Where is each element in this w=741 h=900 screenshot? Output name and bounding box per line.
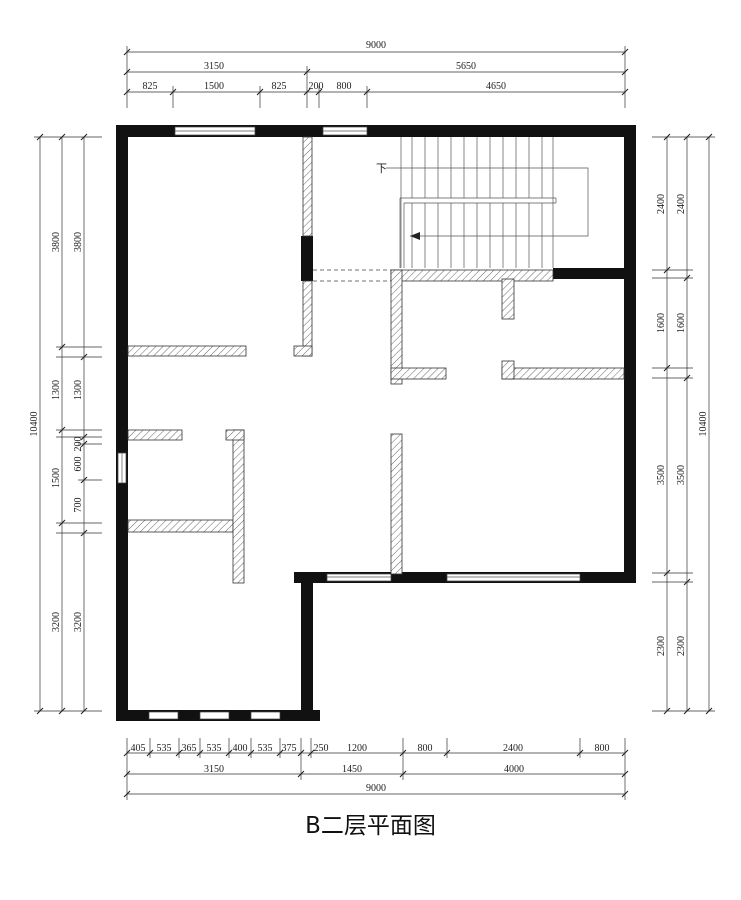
dim-bottom-mid-2: 1450 — [342, 764, 362, 775]
dim-left-inner-4: 600 — [73, 457, 84, 472]
stair-direction-label: 下 — [376, 162, 387, 175]
dim-left-outer-1: 3800 — [51, 232, 62, 252]
dim-top-detail-2: 1500 — [204, 81, 224, 92]
dim-right-inner-1: 2400 — [676, 194, 687, 214]
dim-right-inner-3: 3500 — [676, 465, 687, 485]
bottom-dimensions: 405 535 365 535 400 535 375 250 1200 800… — [123, 738, 629, 800]
dim-left-outer-2: 1300 — [51, 380, 62, 400]
interior-walls — [127, 136, 625, 584]
dim-bottom-detail-10: 800 — [418, 743, 433, 754]
dim-bottom-detail-6: 535 — [258, 743, 273, 754]
dim-bottom-mid-3: 4000 — [504, 764, 524, 775]
dim-top-detail-6: 4650 — [486, 81, 506, 92]
dim-top-detail-4: 200 — [309, 81, 324, 92]
stair-arrow-icon — [410, 232, 420, 240]
plan-title: B二层平面图 — [305, 813, 436, 839]
dim-bottom-detail-2: 535 — [157, 743, 172, 754]
dim-right-outer-3: 3500 — [656, 465, 667, 485]
dim-top-detail-5: 800 — [337, 81, 352, 92]
dim-right-inner-4: 2300 — [676, 636, 687, 656]
dim-bottom-detail-12: 800 — [595, 743, 610, 754]
dim-right-total: 10400 — [698, 412, 709, 437]
dim-bottom-detail-11: 2400 — [503, 743, 523, 754]
dim-bottom-detail-8: 250 — [314, 743, 329, 754]
dim-left-inner-3: 200 — [73, 437, 84, 452]
dim-bottom-detail-5: 400 — [233, 743, 248, 754]
dim-left-inner-6: 3200 — [73, 612, 84, 632]
dim-left-inner-2: 1300 — [73, 380, 84, 400]
dim-top-detail-3: 825 — [272, 81, 287, 92]
dim-top-detail-1: 825 — [143, 81, 158, 92]
dim-top-mid-1: 3150 — [204, 61, 224, 72]
dim-bottom-detail-1: 405 — [131, 743, 146, 754]
dim-left-total: 10400 — [29, 412, 40, 437]
top-dimensions: 9000 3150 5650 825 1500 825 200 800 4650 — [123, 40, 629, 108]
dim-right-outer-2: 1600 — [656, 313, 667, 333]
exterior-walls — [116, 125, 636, 721]
dim-bottom-mid-1: 3150 — [204, 764, 224, 775]
windows — [117, 126, 581, 720]
dim-left-inner-1: 3800 — [73, 232, 84, 252]
dim-right-outer-1: 2400 — [656, 194, 667, 214]
dim-bottom-detail-7: 375 — [282, 743, 297, 754]
dim-bottom-detail-9: 1200 — [347, 743, 367, 754]
staircase: 下 — [376, 137, 589, 268]
dim-right-outer-4: 2300 — [656, 636, 667, 656]
right-dimensions: 2400 1600 3500 2300 2400 1600 3500 2300 … — [652, 133, 715, 715]
dim-bottom-detail-4: 535 — [207, 743, 222, 754]
dim-top-total: 9000 — [366, 40, 386, 51]
dim-right-inner-2: 1600 — [676, 313, 687, 333]
dim-left-outer-3: 1500 — [51, 468, 62, 488]
dim-top-mid-2: 5650 — [456, 61, 476, 72]
left-dimensions: 10400 3800 1300 1500 3200 3800 1300 200 … — [29, 133, 102, 715]
dim-left-outer-4: 3200 — [51, 612, 62, 632]
dim-bottom-detail-3: 365 — [182, 743, 197, 754]
dim-bottom-total: 9000 — [366, 783, 386, 794]
dim-left-inner-5: 700 — [73, 498, 84, 513]
